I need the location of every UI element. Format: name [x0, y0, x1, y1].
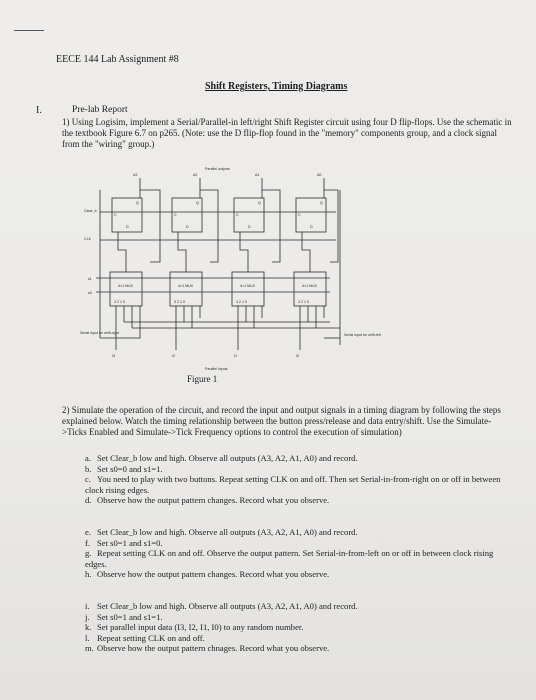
step-item: g.Repeat setting CLK on and off. Observe… — [85, 548, 505, 569]
question-2-text: Simulate the operation of the circuit, a… — [62, 405, 501, 437]
ff2-d: D — [186, 225, 189, 229]
label-clk: CLK — [84, 237, 92, 241]
section-number: I. — [36, 105, 42, 116]
step-text: Observe how the output pattern chnages. … — [97, 643, 330, 653]
step-label: d. — [85, 495, 92, 505]
document-title: Shift Registers, Timing Diagrams — [205, 81, 348, 92]
flip-flop-3 — [111, 197, 143, 233]
step-item: d. Observe how the output pattern changes… — [85, 495, 505, 506]
step-label: f. — [85, 537, 91, 548]
question-2: 2) Simulate the operation of the circuit… — [62, 405, 502, 438]
in-i2: I2 — [172, 354, 175, 358]
step-label: i. — [85, 601, 90, 611]
step-text: Observe how the output pattern changes. … — [97, 569, 330, 579]
ff1-c: C — [236, 213, 239, 217]
section-title: Pre-lab Report — [72, 105, 128, 115]
mux-inputs-3: 3 2 1 0 — [114, 300, 125, 304]
ff0-d: D — [310, 225, 313, 229]
mux-label-3: 4×1 MUX — [118, 284, 134, 288]
ff3-c: C — [114, 213, 117, 217]
step-item: k. Set parallel input data (I3, I2, I1, I… — [85, 622, 505, 633]
flip-flop-0 — [295, 197, 327, 233]
step-item: l. Repeat setting CLK on and off. — [85, 633, 505, 644]
sel-s1: s1 — [88, 277, 92, 281]
mux-label-1: 4×1 MUX — [240, 284, 256, 288]
question-1-number: 1) — [62, 117, 70, 127]
out-a1: A1 — [255, 173, 259, 177]
flip-flop-2 — [171, 197, 203, 233]
out-a2: A2 — [193, 173, 197, 177]
ff1-q: Q — [258, 201, 261, 205]
label-serial-right: Serial input for shift-left — [344, 333, 381, 337]
ff3-d: D — [126, 225, 129, 229]
step-text: Set Clear_b low and high. Observe all ou… — [97, 453, 358, 463]
step-item: e. Set Clear_b low and high. Observe all … — [85, 527, 505, 538]
ff0-c: C — [298, 213, 301, 217]
step-text: Set parallel input data (I3, I2, I1, I0)… — [97, 622, 304, 632]
label-clear: Clear_b — [84, 209, 97, 213]
step-text: Repeat setting CLK on and off. — [97, 632, 205, 643]
step-label: b. — [85, 463, 92, 474]
step-item: f. Set s0=1 and s1=0. — [85, 538, 505, 549]
ff2-q: Q — [196, 201, 199, 205]
step-label: h. — [85, 569, 92, 579]
ff2-c: C — [174, 213, 177, 217]
mux-label-0: 4×1 MUX — [302, 284, 318, 288]
ff3-q: Q — [136, 201, 139, 205]
step-label: c. — [85, 474, 91, 484]
mux-inputs-1: 3 2 1 0 — [236, 300, 247, 304]
step-text: Repeat setting CLK on and off. Observe t… — [85, 548, 494, 569]
step-label: g. — [85, 548, 92, 558]
label-serial-left: Serial input for shift-right — [80, 331, 119, 335]
step-item: h. Observe how the output pattern changes… — [85, 569, 505, 580]
mux-label-2: 4×1 MUX — [178, 284, 194, 288]
question-2-number: 2) — [62, 405, 70, 415]
step-item: j. Set s0=1 and s1=1. — [85, 612, 505, 623]
step-label: a. — [85, 453, 91, 463]
steps-group-a: a. Set Clear_b low and high. Observe all … — [85, 453, 505, 506]
out-a3: A3 — [133, 173, 137, 177]
document-header: EECE 144 Lab Assignment #8 — [56, 54, 179, 65]
label-parallel-inputs: Parallel inputs — [205, 367, 228, 371]
top-rule — [14, 30, 44, 31]
step-label: e. — [85, 527, 91, 537]
question-1: 1) Using Logisim, implement a Serial/Par… — [62, 117, 512, 150]
step-text: Set Clear_b low and high. Observe all ou… — [97, 601, 358, 611]
step-item: b. Set s0=0 and s1=1. — [85, 464, 505, 475]
flip-flop-1 — [233, 197, 265, 233]
step-text: Set s0=1 and s1=0. — [97, 537, 163, 548]
in-i0: I0 — [296, 354, 299, 358]
step-text: You need to play with two buttons. Repea… — [85, 474, 501, 495]
mux-inputs-2: 3 2 1 0 — [174, 300, 185, 304]
steps-group-b: e. Set Clear_b low and high. Observe all … — [85, 527, 505, 580]
in-i3: I3 — [112, 354, 115, 358]
label-parallel-outputs: Parallel outputs — [205, 167, 230, 171]
out-a0: A0 — [317, 173, 321, 177]
step-text: Observe how the output pattern changes. … — [97, 495, 330, 505]
step-text: Set s0=0 and s1=1. — [97, 463, 163, 474]
step-item: i. Set Clear_b low and high. Observe all … — [85, 601, 505, 612]
question-1-text: Using Logisim, implement a Serial/Parall… — [62, 117, 512, 149]
step-label: k. — [85, 622, 92, 632]
ff0-q: Q — [320, 201, 323, 205]
step-text: Set Clear_b low and high. Observe all ou… — [97, 527, 358, 537]
step-item: c.You need to play with two buttons. Rep… — [85, 474, 505, 495]
step-label: j. — [85, 611, 90, 622]
step-item: a. Set Clear_b low and high. Observe all … — [85, 453, 505, 464]
ff1-d: D — [248, 225, 251, 229]
step-text: Set s0=1 and s1=1. — [97, 611, 163, 622]
in-i1: I1 — [234, 354, 237, 358]
mux-inputs-0: 3 2 1 0 — [298, 300, 309, 304]
sel-s0: s0 — [88, 291, 92, 295]
step-item: m.Observe how the output pattern chnages… — [85, 643, 505, 654]
step-label: l. — [85, 632, 90, 643]
figure-caption: Figure 1 — [187, 374, 218, 384]
steps-group-c: i. Set Clear_b low and high. Observe all … — [85, 601, 505, 654]
step-label: m. — [85, 643, 94, 653]
